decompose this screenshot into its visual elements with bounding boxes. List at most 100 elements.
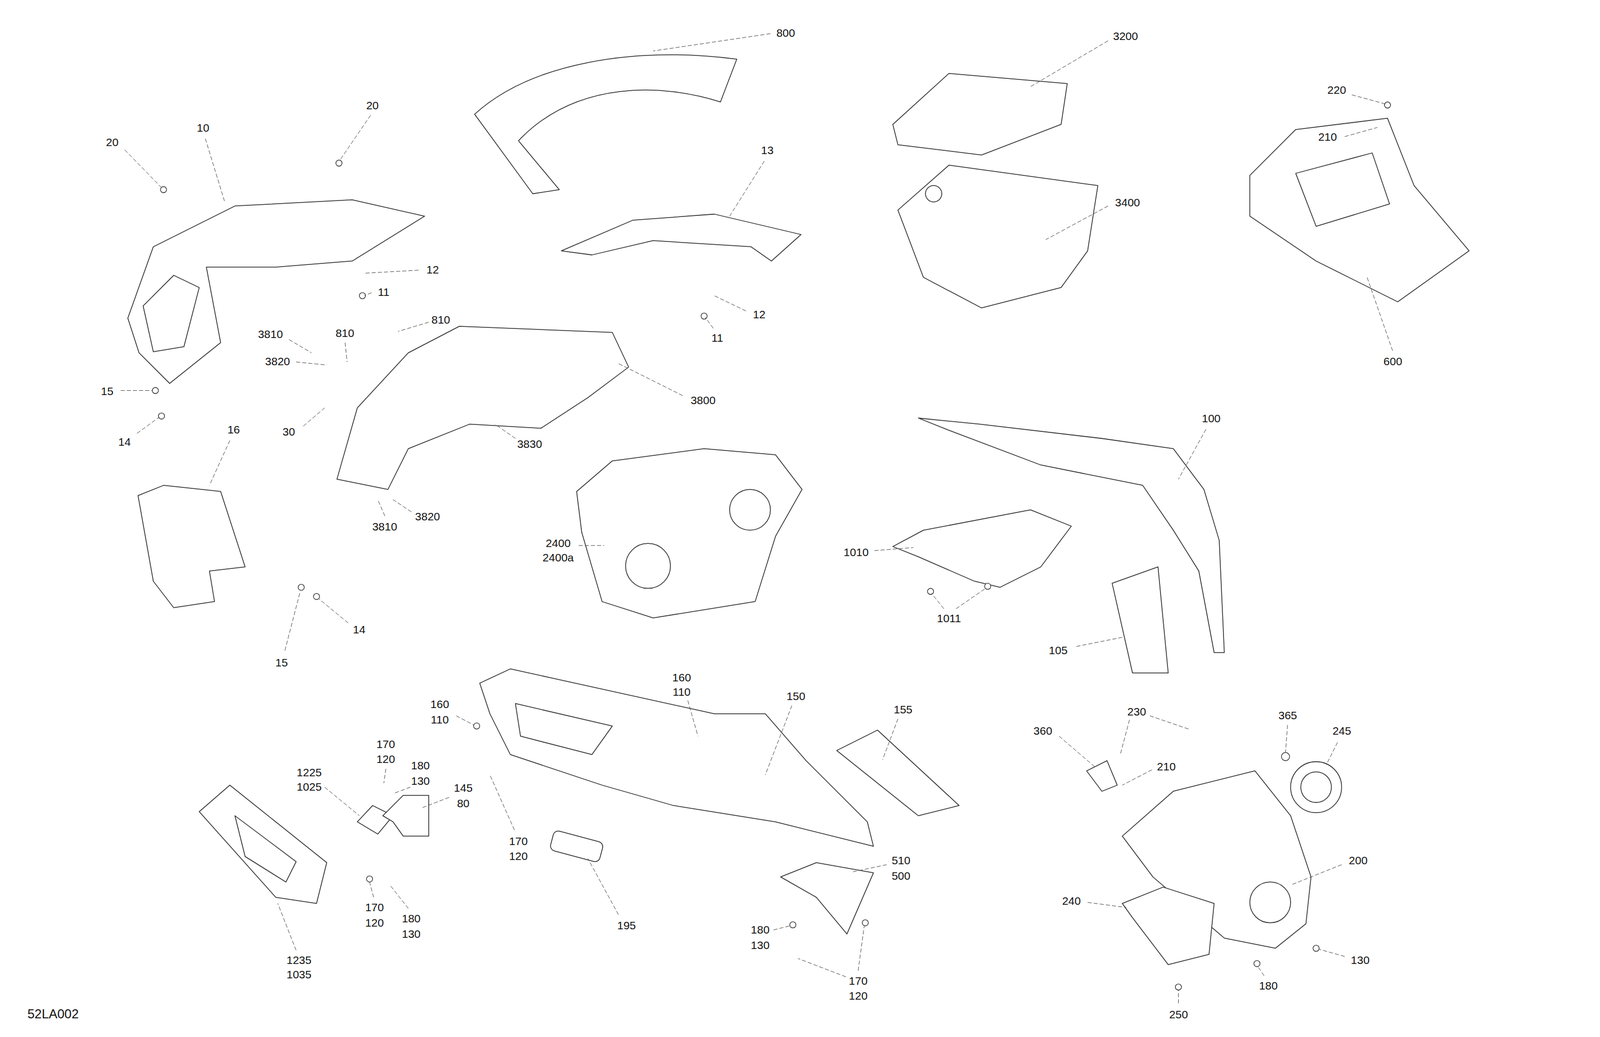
callout-number: 20 — [105, 136, 119, 148]
headlight-lens — [729, 489, 771, 531]
callout-number: 810 — [334, 326, 355, 339]
callout-number: 240 — [1061, 895, 1082, 907]
side-panel — [479, 669, 874, 847]
callout-number: 80 — [456, 797, 470, 809]
leader-line — [617, 363, 683, 396]
leader-line — [494, 424, 516, 439]
callout-number: 1035 — [285, 969, 312, 981]
callout-number: 170 — [508, 835, 528, 847]
leader-line — [1030, 40, 1108, 87]
callout-number: 600 — [1382, 355, 1403, 367]
callout-number: 120 — [508, 850, 528, 862]
leader-line — [377, 499, 385, 517]
callout-number: 10 — [196, 122, 210, 134]
leader-line — [1122, 770, 1152, 786]
callout-number: 12 — [752, 308, 766, 320]
leader-line — [1059, 736, 1095, 767]
callout-number: 180 — [1258, 980, 1279, 992]
callout-number: 200 — [1348, 854, 1368, 866]
leader-line — [1366, 277, 1393, 351]
callout-number: 3820 — [414, 510, 441, 523]
callout-number: 120 — [364, 916, 385, 928]
callout-number: 245 — [1331, 724, 1352, 736]
callout-number: 170 — [376, 738, 396, 750]
upper-cowl — [474, 54, 738, 194]
leader-line — [1352, 94, 1386, 104]
callout-number: 195 — [616, 920, 637, 932]
fastener — [1384, 101, 1391, 108]
leader-line — [578, 545, 605, 547]
callout-number: 110 — [430, 713, 450, 725]
fastener — [789, 922, 796, 928]
callout-number: 12 — [426, 264, 440, 276]
plate — [1122, 887, 1214, 965]
callout-number: 3400 — [1114, 196, 1141, 208]
leader-line — [120, 390, 152, 391]
callout-number: 2400a — [541, 551, 574, 563]
leader-line — [318, 598, 348, 624]
leader-line — [1178, 990, 1179, 1004]
fastener — [984, 583, 991, 590]
leader-line — [882, 718, 899, 760]
leader-line — [956, 588, 986, 610]
callout-number: 145 — [453, 782, 474, 794]
callout-number: 500 — [891, 869, 911, 882]
leader-line — [587, 858, 619, 915]
callout-number: 170 — [848, 974, 869, 987]
small-cover — [357, 805, 394, 835]
bracket — [382, 795, 429, 837]
callout-number: 170 — [364, 901, 385, 913]
callout-number: 180 — [410, 759, 431, 771]
leader-line — [389, 885, 408, 909]
leader-line — [397, 322, 429, 332]
fastener — [366, 876, 373, 883]
leader-line — [874, 547, 914, 551]
figure-reference: 52LA002 — [26, 1008, 79, 1021]
fastener — [862, 920, 869, 926]
leader-line — [289, 339, 312, 354]
leader-line — [858, 926, 864, 972]
callout-number: 3810 — [371, 521, 398, 533]
fastener — [473, 723, 480, 730]
mirror — [138, 485, 246, 608]
callout-number: 810 — [430, 313, 451, 325]
leader-line — [688, 700, 699, 737]
fastener — [158, 413, 165, 420]
fastener — [336, 160, 342, 166]
headlight — [576, 448, 803, 618]
leader-line — [303, 408, 325, 427]
callout-number: 130 — [401, 928, 422, 940]
callout-number: 1010 — [843, 546, 870, 558]
leader-line — [393, 499, 412, 512]
trim-strip — [561, 214, 801, 262]
ring-inner — [1300, 772, 1332, 803]
callout-number: 100 — [1201, 412, 1222, 424]
deflector — [780, 862, 874, 935]
callout-number: 800 — [776, 27, 796, 39]
callout-number: 14 — [117, 436, 132, 448]
fairing-vent — [142, 275, 199, 352]
leader-line — [1344, 127, 1378, 137]
callout-number: 180 — [750, 923, 771, 935]
callout-number: 155 — [893, 703, 914, 715]
leader-line — [653, 33, 771, 52]
leader-line — [422, 797, 450, 808]
callout-number: 130 — [1350, 954, 1371, 966]
heat-shield — [892, 509, 1072, 588]
callout-number: 1011 — [936, 612, 962, 624]
leader-line — [384, 769, 387, 784]
callout-number: 160 — [429, 698, 450, 710]
leader-line — [345, 342, 348, 363]
callout-number: 3820 — [264, 355, 291, 367]
leader-line — [1120, 720, 1130, 755]
fastener — [1253, 961, 1260, 967]
leader-line — [797, 958, 846, 978]
callout-number: 250 — [1168, 1008, 1189, 1020]
callout-number: 13 — [760, 144, 774, 156]
callout-number: 11 — [710, 332, 724, 344]
storage-bin — [898, 165, 1099, 309]
decal — [1112, 566, 1168, 674]
fastener — [298, 584, 304, 591]
side-panel-vent — [515, 704, 613, 756]
callout-number: 3810 — [257, 328, 284, 340]
